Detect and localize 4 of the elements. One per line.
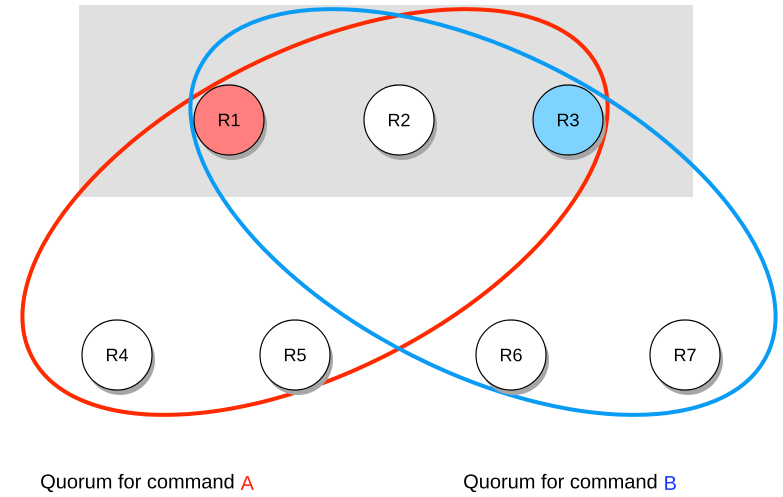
caption-text: Quorum for command bbox=[464, 474, 656, 492]
caption-text: Quorum for command bbox=[41, 474, 234, 492]
command-letter: B bbox=[665, 476, 676, 490]
command-letter: A bbox=[240, 476, 254, 490]
